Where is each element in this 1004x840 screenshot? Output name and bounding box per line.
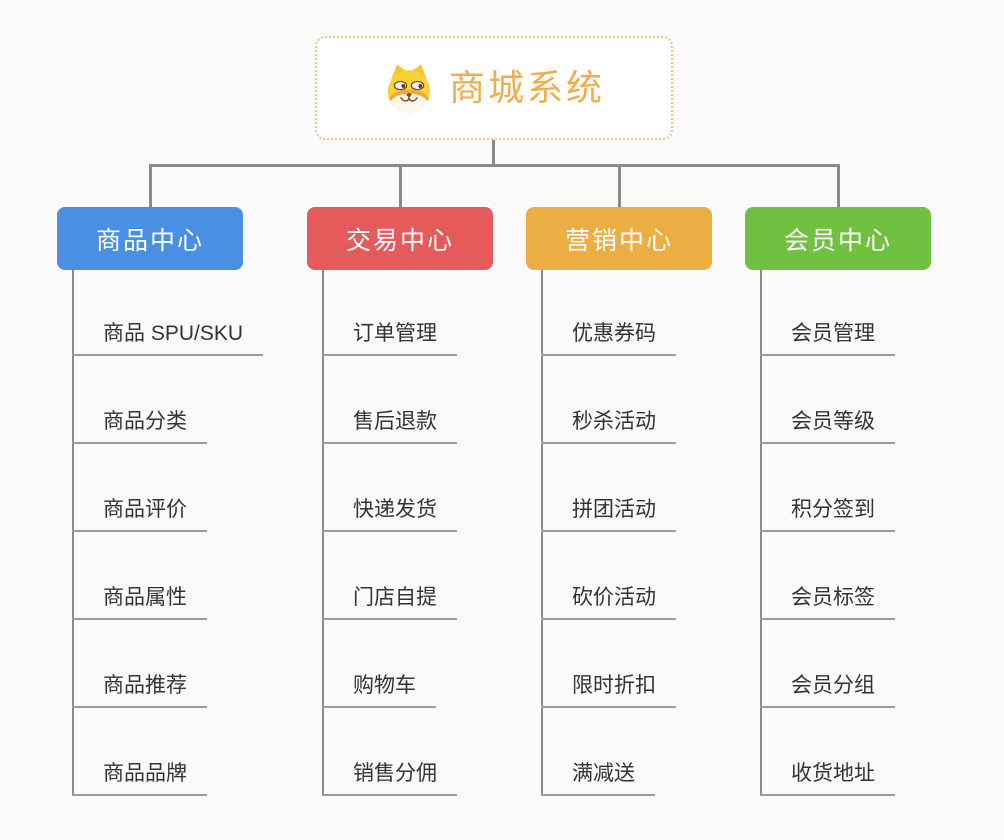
mindmap-item[interactable]: 商品 SPU/SKU xyxy=(72,321,264,356)
branch-items-trade-center: 订单管理 售后退款 快递发货 门店自提 购物车 销售分佣 xyxy=(322,270,457,796)
mindmap-item[interactable]: 秒杀活动 xyxy=(541,409,676,444)
mindmap-item[interactable]: 会员等级 xyxy=(760,409,895,444)
mindmap-item[interactable]: 积分签到 xyxy=(760,497,895,532)
branch-items-product-center: 商品 SPU/SKU 商品分类 商品评价 商品属性 商品推荐 商品品牌 xyxy=(72,270,264,796)
branch-node-product-center[interactable]: 商品中心 xyxy=(57,207,243,270)
connector-drop-product xyxy=(149,164,152,207)
mindmap-item[interactable]: 商品评价 xyxy=(72,497,207,532)
branch-items-marketing-center: 优惠券码 秒杀活动 拼团活动 砍价活动 限时折扣 满减送 xyxy=(541,270,676,796)
connector-rail xyxy=(149,164,840,167)
mindmap-item[interactable]: 会员标签 xyxy=(760,585,895,620)
root-node-mall-system[interactable]: 商城系统 xyxy=(315,36,673,140)
mindmap-item[interactable]: 销售分佣 xyxy=(322,761,457,796)
branch-items-member-center: 会员管理 会员等级 积分签到 会员标签 会员分组 收货地址 xyxy=(760,270,895,796)
mindmap-item[interactable]: 砍价活动 xyxy=(541,585,676,620)
branch-node-member-center[interactable]: 会员中心 xyxy=(745,207,931,270)
connector-root-stem xyxy=(492,140,495,164)
mindmap-item[interactable]: 会员分组 xyxy=(760,673,895,708)
mindmap-item[interactable]: 拼团活动 xyxy=(541,497,676,532)
mindmap-item[interactable]: 满减送 xyxy=(541,761,655,796)
mindmap-item[interactable]: 订单管理 xyxy=(322,321,457,356)
mindmap-item[interactable]: 购物车 xyxy=(322,673,436,708)
shiba-dog-icon xyxy=(383,62,435,114)
mindmap-item[interactable]: 门店自提 xyxy=(322,585,457,620)
mindmap-item[interactable]: 商品分类 xyxy=(72,409,207,444)
mindmap-item[interactable]: 快递发货 xyxy=(322,497,457,532)
mindmap-item[interactable]: 售后退款 xyxy=(322,409,457,444)
mindmap-item[interactable]: 商品品牌 xyxy=(72,761,207,796)
branch-node-marketing-center[interactable]: 营销中心 xyxy=(526,207,712,270)
mindmap-item[interactable]: 商品推荐 xyxy=(72,673,207,708)
mindmap-item[interactable]: 优惠券码 xyxy=(541,321,676,356)
branch-node-trade-center[interactable]: 交易中心 xyxy=(307,207,493,270)
mindmap-item[interactable]: 商品属性 xyxy=(72,585,207,620)
mindmap-item[interactable]: 收货地址 xyxy=(760,761,895,796)
mindmap-item[interactable]: 会员管理 xyxy=(760,321,895,356)
connector-drop-trade xyxy=(399,164,402,207)
mindmap-item[interactable]: 限时折扣 xyxy=(541,673,676,708)
connector-drop-marketing xyxy=(618,164,621,207)
connector-drop-member xyxy=(837,164,840,207)
root-node-title: 商城系统 xyxy=(448,67,605,108)
